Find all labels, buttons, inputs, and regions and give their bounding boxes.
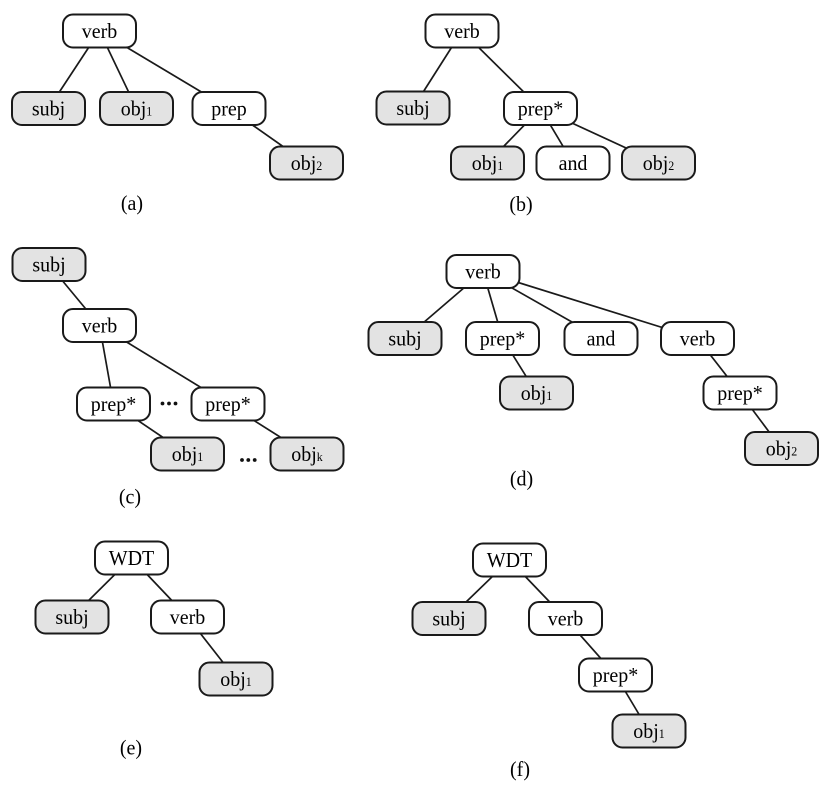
- svg-text:prep: prep: [211, 96, 247, 121]
- svg-text:(a): (a): [121, 190, 143, 215]
- svg-text:verb: verb: [680, 326, 716, 351]
- svg-text:WDT: WDT: [109, 545, 155, 570]
- svg-text:verb: verb: [548, 606, 584, 631]
- svg-text:(f): (f): [510, 756, 530, 781]
- svg-text:verb: verb: [82, 18, 118, 43]
- svg-text:and: and: [559, 150, 588, 175]
- svg-text:(b): (b): [509, 191, 532, 216]
- svg-text:subj: subj: [32, 252, 65, 277]
- svg-text:objk: objk: [291, 441, 323, 466]
- svg-text:prep*: prep*: [717, 380, 763, 405]
- svg-text:subj: subj: [396, 95, 429, 120]
- svg-text:prep*: prep*: [480, 326, 526, 351]
- svg-text:WDT: WDT: [487, 547, 533, 572]
- svg-text:and: and: [587, 326, 616, 351]
- svg-text:(d): (d): [510, 466, 533, 491]
- svg-text:obj1: obj1: [121, 96, 153, 121]
- svg-text:subj: subj: [32, 96, 65, 121]
- svg-text:verb: verb: [465, 259, 501, 284]
- svg-text:verb: verb: [82, 313, 118, 338]
- svg-text:subj: subj: [55, 604, 88, 629]
- svg-text:(e): (e): [120, 735, 142, 760]
- svg-text:prep*: prep*: [593, 662, 639, 687]
- svg-text:(c): (c): [119, 484, 141, 509]
- svg-text:verb: verb: [444, 18, 480, 43]
- svg-text:verb: verb: [170, 604, 206, 629]
- svg-text:prep*: prep*: [518, 96, 564, 121]
- svg-text:subj: subj: [432, 606, 465, 631]
- svg-text:prep*: prep*: [91, 391, 137, 416]
- svg-text:subj: subj: [388, 326, 421, 351]
- svg-text:prep*: prep*: [205, 391, 251, 416]
